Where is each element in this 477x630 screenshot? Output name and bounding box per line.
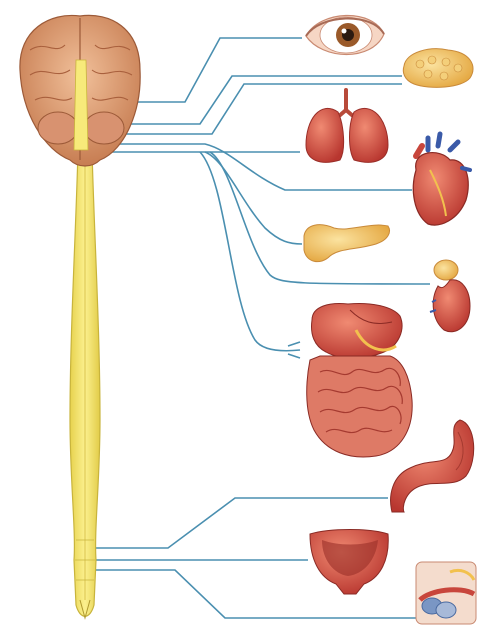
kidney-icon xyxy=(430,260,470,332)
reproductive-icon xyxy=(416,562,476,624)
lungs-icon xyxy=(306,90,388,162)
gland-icon xyxy=(403,49,473,88)
nerve-kidney xyxy=(210,152,430,284)
pancreas-icon xyxy=(304,225,390,262)
nerve-intestines xyxy=(200,152,300,351)
intestines-icon xyxy=(307,304,412,457)
eye-icon xyxy=(306,15,384,54)
spinal-cord-icon xyxy=(70,150,100,618)
bladder-icon xyxy=(310,530,388,595)
heart-icon xyxy=(413,134,470,225)
